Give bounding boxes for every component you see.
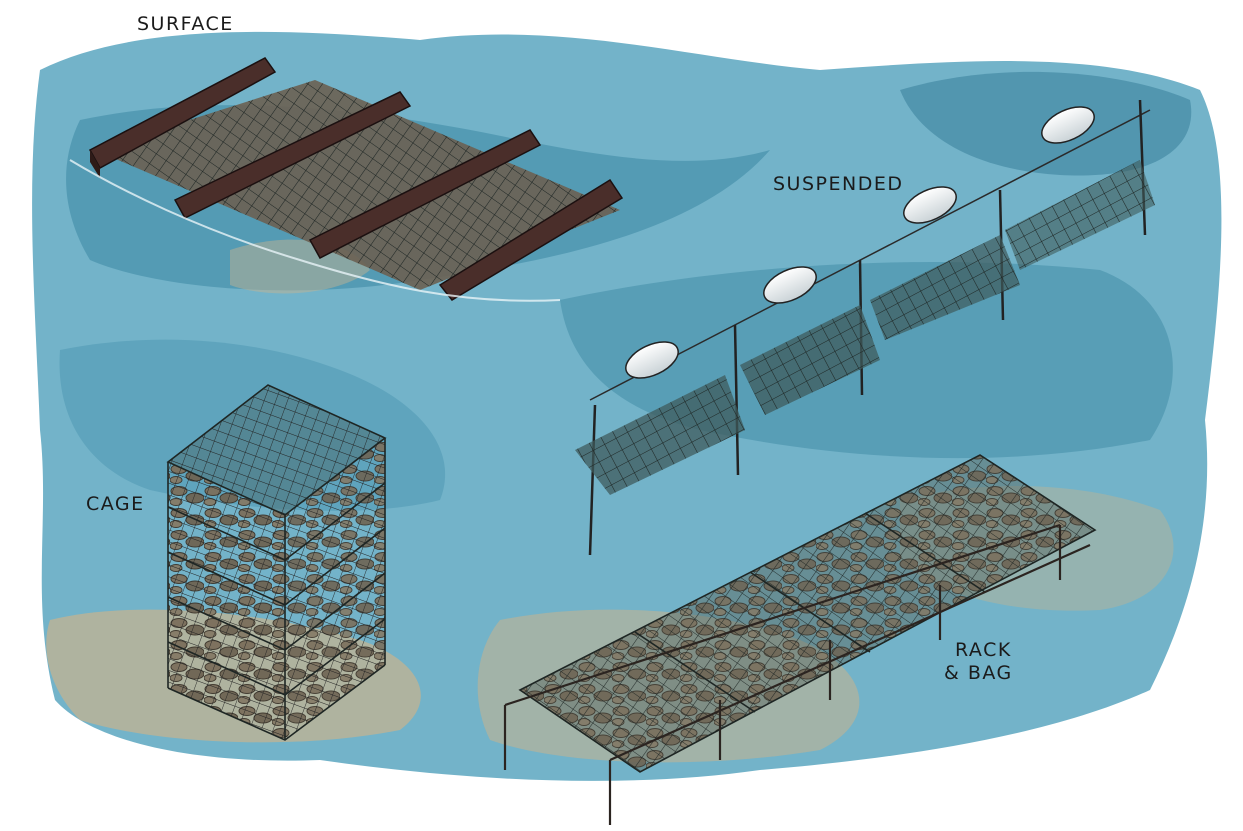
suspended-line (575, 99, 1155, 556)
mesh-bag (1005, 160, 1155, 270)
mesh-bag (740, 305, 880, 415)
label-cage: CAGE (86, 493, 145, 515)
buoy (763, 266, 817, 304)
label-rack: RACK (955, 639, 1012, 661)
label-surface: SURFACE (137, 13, 234, 35)
buoy (625, 341, 679, 379)
label-suspended: SUSPENDED (773, 173, 904, 195)
mesh-bag (575, 375, 745, 495)
wooden-float (173, 91, 412, 219)
buoy (903, 186, 957, 224)
label-and-bag: & BAG (944, 662, 1013, 684)
wooden-float (88, 57, 277, 178)
rack-and-bag (503, 454, 1097, 825)
wooden-float (308, 129, 542, 259)
oyster-cage (166, 384, 387, 741)
surface-floats (69, 57, 624, 302)
mesh-bag (870, 235, 1020, 340)
rack-frame (503, 523, 1091, 825)
buoy (1041, 106, 1095, 144)
